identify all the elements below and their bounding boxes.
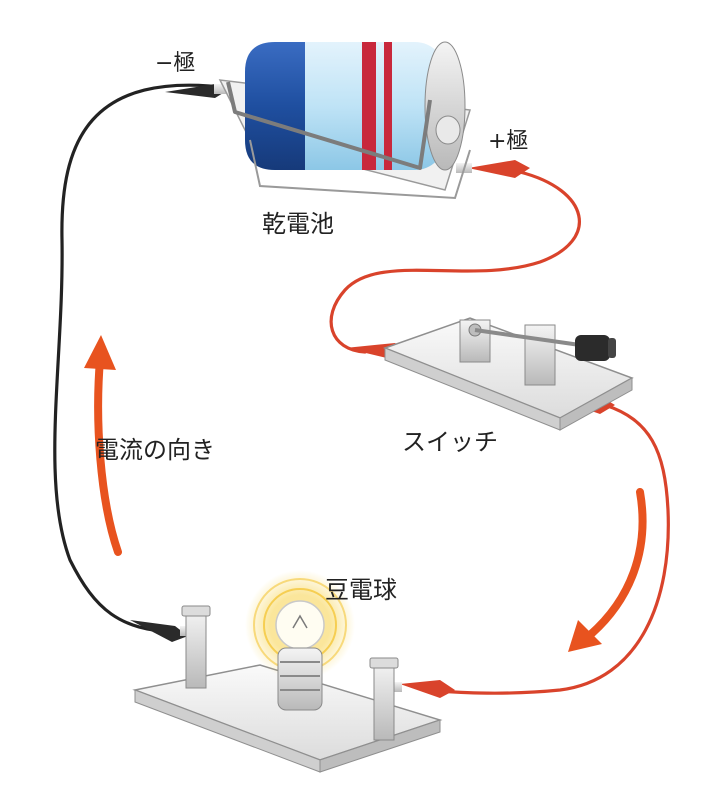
black-wire: [53, 83, 232, 634]
red-wire-switch-to-bulb: [423, 403, 670, 695]
bulb-base: [132, 605, 443, 773]
switch-label: スイッチ: [402, 428, 498, 456]
clip-red-battery: [456, 160, 530, 178]
current-direction-label: 電流の向き: [95, 436, 215, 464]
bulb: [245, 570, 355, 711]
clip-red-bulb: [386, 680, 455, 698]
arrow-up-icon: [84, 335, 122, 556]
positive-terminal-label: +極: [488, 129, 528, 154]
bulb-label: 豆電球: [325, 576, 397, 604]
negative-terminal-label: −極: [155, 51, 195, 76]
red-wire-battery-to-switch: [329, 170, 581, 354]
battery: [218, 41, 471, 200]
clip-black-battery: [165, 84, 232, 98]
arrow-down-icon: [568, 488, 647, 652]
switch: [382, 317, 634, 431]
battery-label: 乾電池: [262, 210, 334, 238]
